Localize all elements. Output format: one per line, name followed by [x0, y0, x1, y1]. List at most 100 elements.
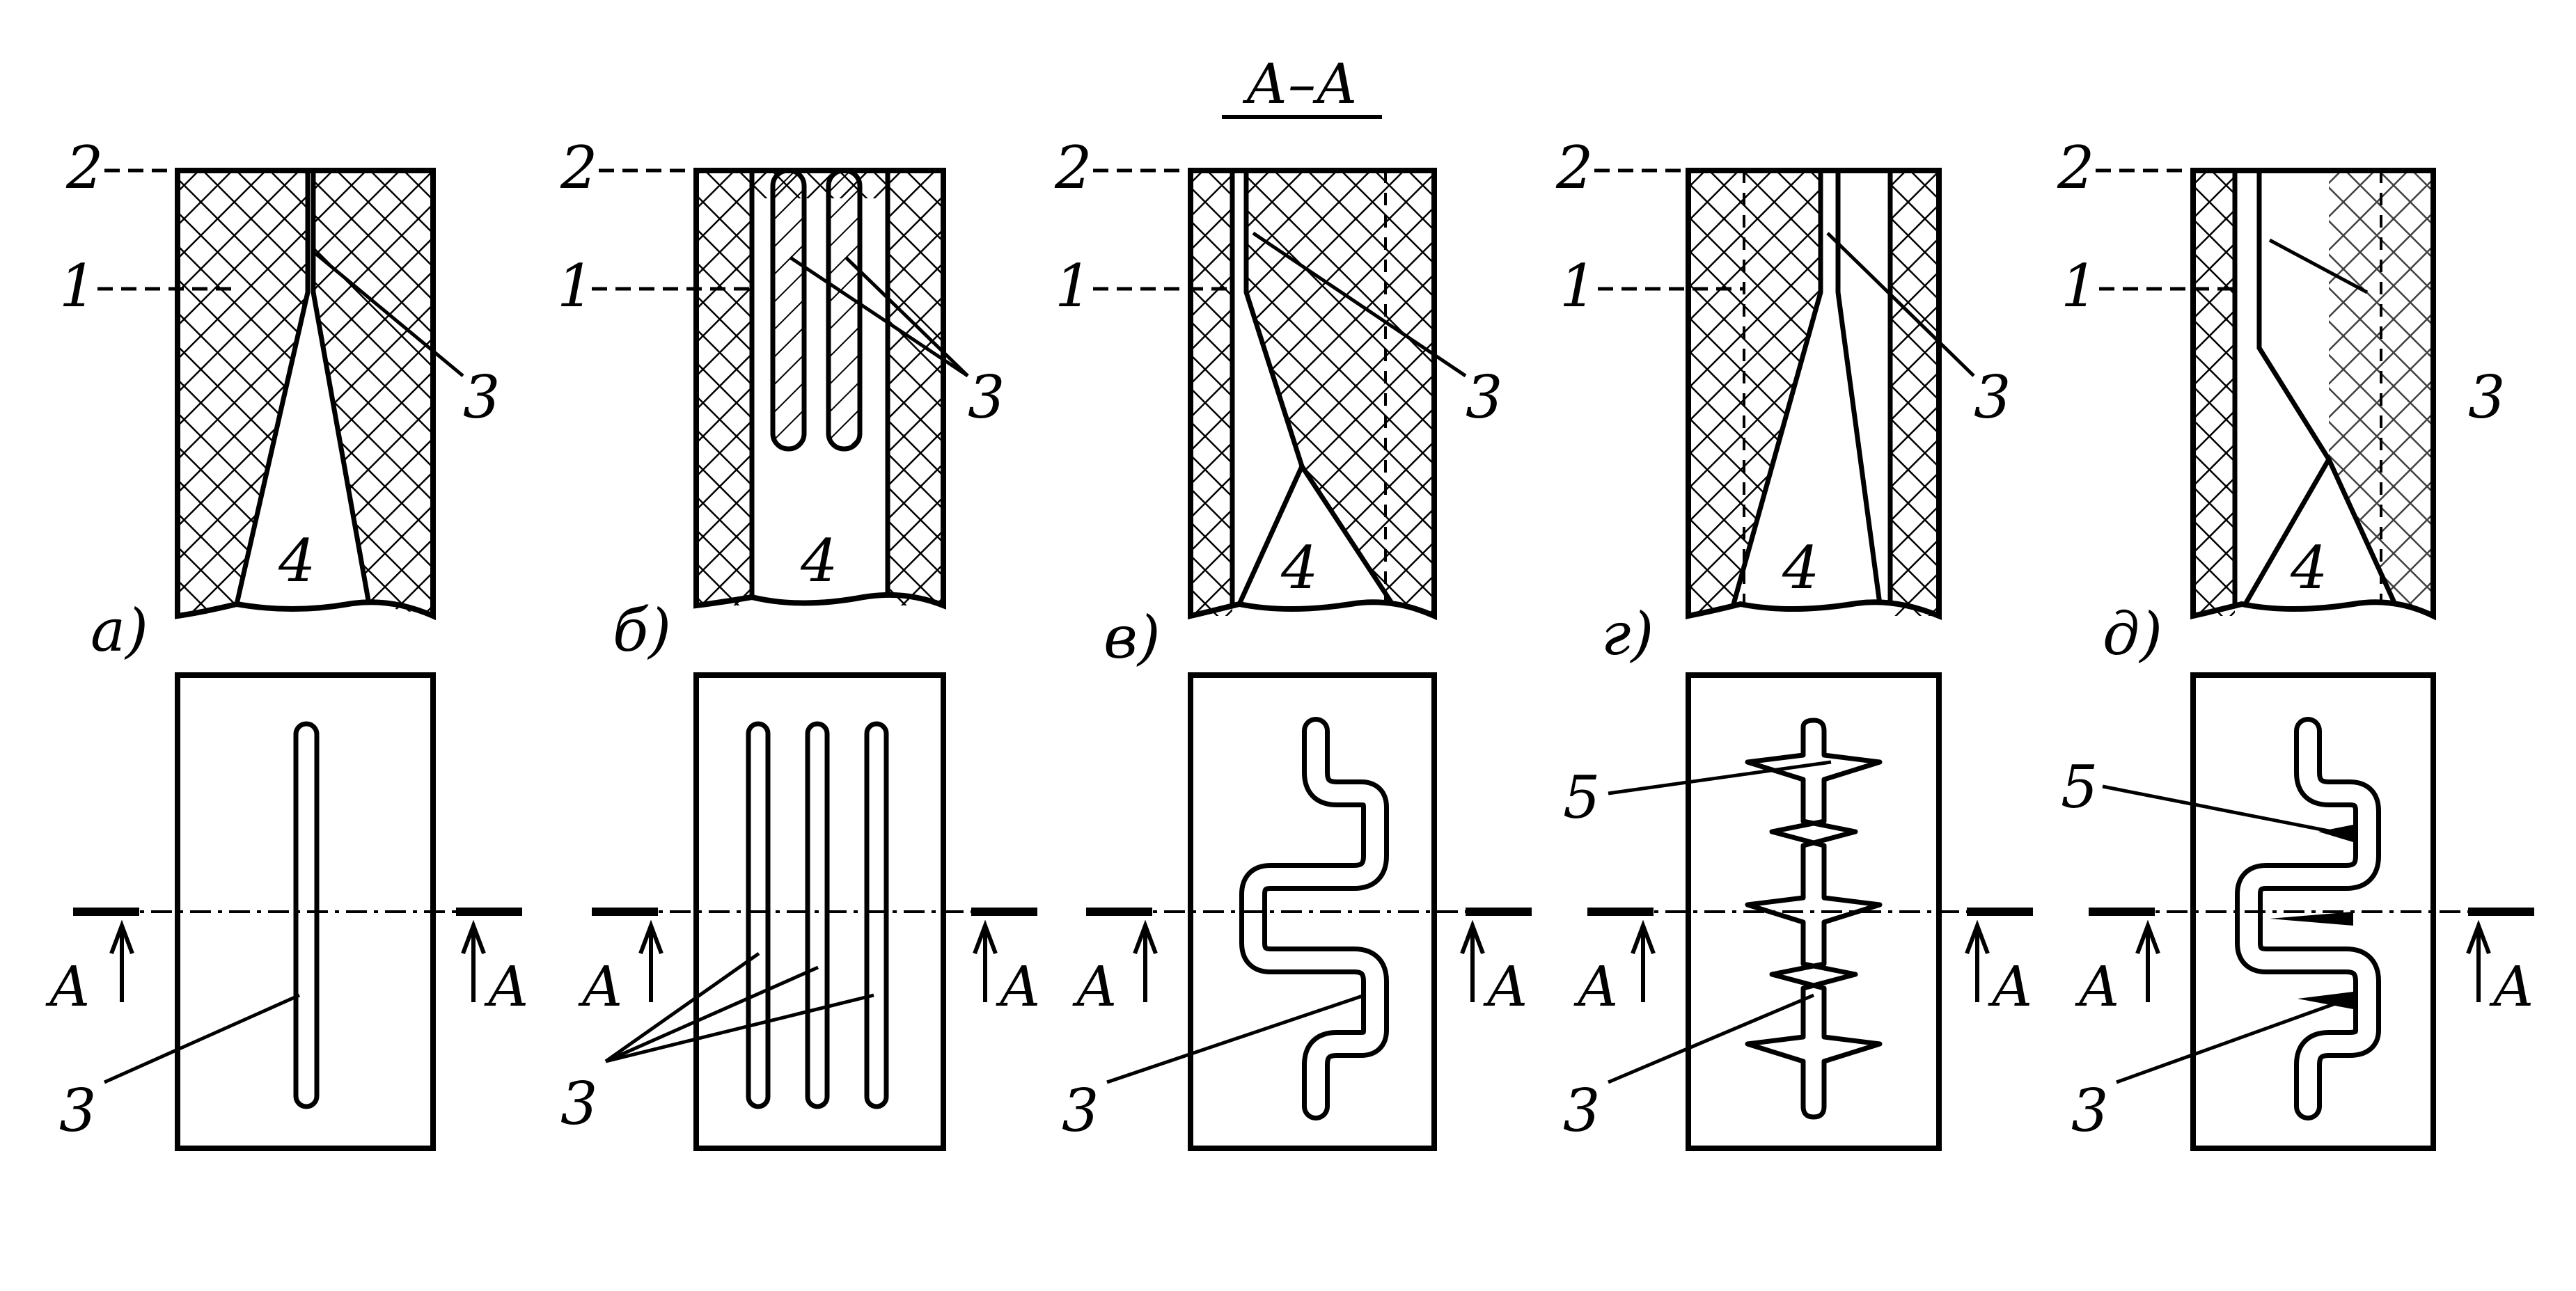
variant-d-arrow-right-icon: [2466, 919, 2491, 1002]
variant-v-label-1: 1: [1055, 252, 1092, 320]
variant-g-label-5: 5: [1563, 763, 1600, 832]
variant-g-label-1: 1: [1560, 252, 1596, 320]
variant-d-cut-label-left: А: [2075, 954, 2121, 1019]
variant-v-left-wall: [1191, 171, 1232, 616]
variant-b-leader-3-plan-b: [604, 965, 819, 1063]
variant-a-arrow-left-icon: [109, 919, 134, 1002]
variant-b-section: [693, 168, 946, 610]
variant-v-leader-3: [1252, 231, 1467, 378]
variant-d-tooth-2: [2270, 912, 2353, 926]
variant-v-channel: [1230, 171, 1395, 605]
variant-g-label-2: 2: [1555, 134, 1593, 202]
variant-v-arrow-left-icon: [1133, 919, 1158, 1002]
variant-a-cut-label-left: А: [45, 954, 91, 1019]
variant-v-label-2: 2: [1054, 134, 1092, 202]
variant-b-letter: б): [613, 596, 671, 665]
variant-d-section: [2190, 168, 2436, 621]
variant-b-arrow-left-icon: [638, 919, 663, 1002]
variant-g-label-3-plan: 3: [1563, 1077, 1600, 1145]
variant-d-label-3-plan: 3: [2071, 1077, 2108, 1145]
variant-v-plan-frame: [1188, 672, 1437, 1151]
variant-v-section: [1188, 168, 1437, 621]
variant-v-letter: в): [1104, 603, 1161, 672]
variant-d-label-2: 2: [2057, 134, 2094, 202]
variant-g-leader-5: [1608, 760, 1832, 795]
variant-a-leader-3-plan: [103, 993, 301, 1084]
variant-a-label-4: 4: [278, 527, 315, 595]
variant-b-label-2: 2: [560, 134, 597, 202]
variant-a-outline: [175, 168, 436, 621]
variant-g-cut-label-left: А: [1573, 954, 1619, 1019]
variant-d-outline: [2190, 168, 2436, 621]
variant-b-slot-plan-3: [864, 721, 889, 1109]
variant-b-outline: [693, 168, 946, 610]
variant-b-cut-label-left: А: [578, 954, 624, 1019]
variant-b-left-wall: [696, 171, 752, 605]
variant-b-leader-3-plan-a: [604, 951, 760, 1063]
variant-b-label-4: 4: [800, 527, 838, 595]
variant-b-inner-walls: [749, 171, 890, 597]
variant-a-section: [175, 168, 436, 621]
variant-d-arrow-left-icon: [2135, 919, 2160, 1002]
variant-d-plan: [2190, 672, 2436, 1151]
variant-v-right-wall: [1246, 171, 1434, 616]
variant-b-slot-2: [826, 168, 863, 452]
variant-b-right-wall: [888, 171, 943, 605]
variant-v-label-3: 3: [1466, 363, 1502, 431]
variant-b-arrow-right-icon: [973, 919, 998, 1002]
variant-g: 2 1 3 4 г) А А 5 3: [1555, 134, 2034, 1151]
variant-v-leader-3-plan: [1106, 993, 1365, 1084]
variant-d-tooth-1: [2318, 825, 2353, 842]
variant-g-left-wall: [1688, 171, 1821, 616]
variant-b: 2 1 3 4 б) А А 3: [557, 134, 1042, 1151]
variant-b-cut-label-right: А: [996, 954, 1042, 1019]
variant-b-slot-plan-2: [805, 721, 830, 1109]
variant-d-left-wall: [2193, 171, 2235, 616]
variant-a-letter: а): [91, 596, 148, 665]
variant-d: 2 1 3 4 д) А А 5 3: [2057, 134, 2535, 1151]
variant-b-leader-3-plan-c: [605, 993, 874, 1063]
variant-g-leader-3: [1826, 232, 1975, 377]
variant-a-leader-3: [311, 249, 464, 377]
variant-g-serrated-slot: [1745, 718, 1883, 1120]
variant-d-cut-label-right: А: [2489, 954, 2535, 1019]
variant-b-label-3: 3: [968, 363, 1005, 431]
variant-v-cut-label-left: А: [1072, 954, 1118, 1019]
variant-g-channel: [1731, 171, 1893, 605]
variant-a: 2 1 3 4 а) А А 3: [45, 134, 530, 1151]
variant-g-right-wall: [1890, 171, 1939, 616]
variant-a-label-3: 3: [463, 363, 500, 431]
variant-g-arrow-left-icon: [1631, 919, 1656, 1002]
variant-a-right-wall: [313, 171, 433, 616]
variant-v: 2 1 3 4 в) А А 3: [1054, 134, 1532, 1151]
variant-v-outline: [1188, 168, 1437, 621]
variant-d-leader-3: [2268, 238, 2369, 294]
variant-d-label-5: 5: [2061, 753, 2098, 821]
variant-a-cut-label-right: А: [484, 954, 530, 1019]
variant-a-slot: [293, 721, 320, 1109]
variant-b-slot-1: [770, 168, 807, 452]
variant-b-slot-plan-1: [746, 721, 771, 1109]
variant-b-leader-3a: [789, 255, 969, 378]
variant-a-label-2: 2: [65, 134, 103, 202]
variant-g-label-3: 3: [1974, 363, 2011, 431]
variant-v-plan: [1188, 672, 1437, 1151]
variant-g-outline: [1686, 168, 1942, 620]
variant-a-label-1: 1: [59, 252, 96, 320]
variant-d-leader-3-plan: [2116, 1000, 2340, 1084]
variant-g-letter: г): [1601, 600, 1654, 668]
variant-d-letter: д): [2103, 600, 2162, 668]
variant-b-leader-3b: [845, 256, 969, 377]
variant-d-plan-frame: [2190, 672, 2436, 1151]
variant-d-label-3: 3: [2468, 363, 2505, 431]
variant-b-label-3-plan: 3: [560, 1070, 597, 1138]
variant-g-leader-3-plan: [1608, 993, 1814, 1084]
variant-g-section: [1686, 168, 1942, 620]
variant-v-label-4: 4: [1280, 534, 1318, 602]
variant-d-channel: [2232, 171, 2398, 605]
variant-a-label-3-plan: 3: [59, 1077, 96, 1145]
variant-g-cut-label-right: А: [1988, 954, 2034, 1019]
variant-d-tooth-3: [2298, 992, 2353, 1009]
